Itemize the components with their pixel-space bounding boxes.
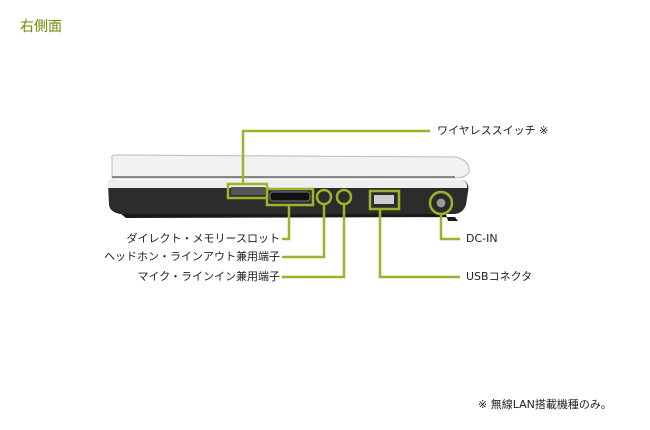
label-headphone-jack: ヘッドホン・ラインアウト兼用端子 — [104, 250, 280, 263]
page-title: 右側面 — [20, 19, 62, 35]
laptop-image — [108, 154, 470, 221]
label-wireless-switch: ワイヤレススイッチ ※ — [437, 124, 549, 137]
footnote: ※ 無線LAN搭載機種のみ。 — [478, 398, 612, 411]
label-usb: USBコネクタ — [466, 270, 533, 283]
label-mic-jack: マイク・ラインイン兼用端子 — [137, 270, 280, 283]
label-dc-in: DC-IN — [466, 232, 498, 245]
label-memory-slot: ダイレクト・メモリースロット — [126, 232, 280, 245]
callout-lines — [226, 129, 460, 279]
